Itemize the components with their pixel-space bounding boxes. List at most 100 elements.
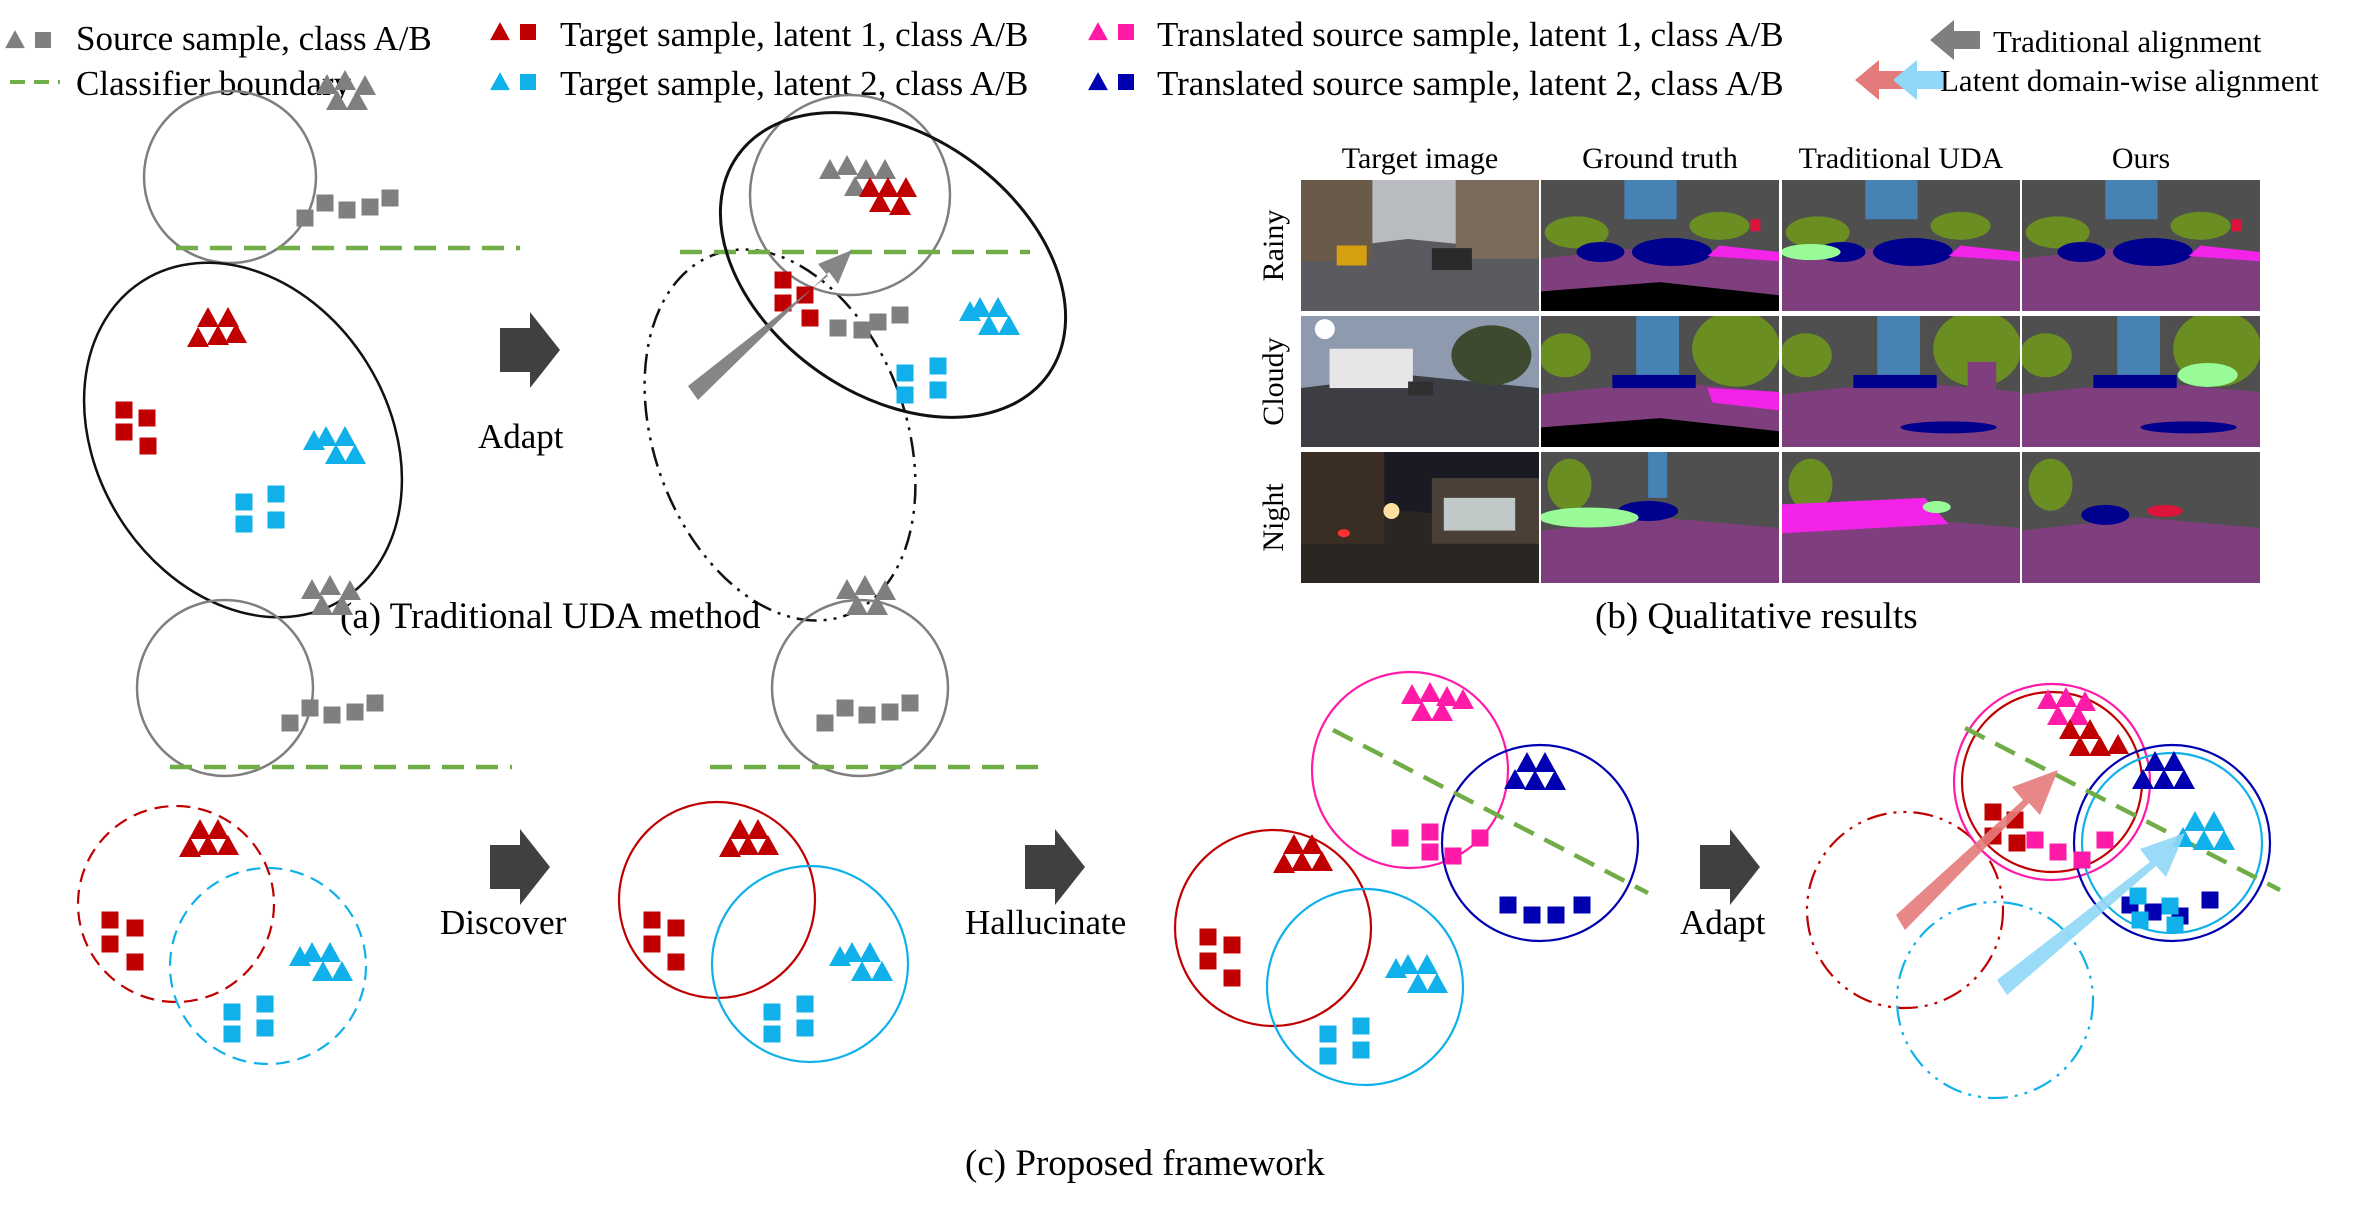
square-sample-marker xyxy=(774,294,792,312)
square-sample-marker xyxy=(2161,897,2179,915)
triangle-sample-marker xyxy=(2107,734,2129,754)
classifier-boundary xyxy=(1331,728,1650,895)
seg-vegetation xyxy=(2022,333,2072,378)
legend-boundary-label: Classifier boundary xyxy=(76,64,352,103)
segmentation-thumbnail xyxy=(2022,180,2260,311)
panel-c-step1-diagram xyxy=(76,575,512,1066)
seg-vegetation xyxy=(1788,458,1833,511)
panel-c-step2-samples xyxy=(643,575,919,1043)
triangle-sample-marker xyxy=(829,946,851,966)
original-latent2-circle xyxy=(1895,900,2095,1100)
segmentation-thumbnail xyxy=(1782,180,2020,311)
translated1-cluster-circle xyxy=(1310,670,1510,870)
triangle-sample-marker xyxy=(844,176,866,196)
triangle-sample-marker xyxy=(1407,973,1429,993)
legend-target2-markers xyxy=(490,72,536,91)
triangle-sample-marker xyxy=(2047,705,2069,725)
classifier-boundary xyxy=(1963,725,2282,893)
triangle-sample-marker xyxy=(889,195,911,215)
panel-b-row-header: Cloudy xyxy=(1257,337,1290,425)
source-domain-circle xyxy=(770,598,950,778)
square-sample-marker xyxy=(323,706,341,724)
legend-trans2-label: Translated source sample, latent 2, clas… xyxy=(1157,64,1784,103)
segmentation-thumbnail xyxy=(1541,316,1779,447)
square-sample-marker xyxy=(1391,829,1409,847)
photo-taxi xyxy=(1336,245,1367,266)
triangle-sample-marker xyxy=(319,575,341,595)
square-sample-marker xyxy=(1573,896,1591,914)
triangle-sample-marker xyxy=(1504,769,1526,789)
aligned-target-ellipse xyxy=(718,111,1068,419)
triangle-sample-marker xyxy=(326,90,348,110)
triangle-sample-marker xyxy=(747,819,769,839)
square-sample-marker xyxy=(115,401,133,419)
seg-car xyxy=(2093,374,2177,389)
photo-building xyxy=(1455,180,1539,259)
segmentation-thumbnail xyxy=(1782,452,2020,583)
square-sample-marker xyxy=(853,321,871,339)
square-sample-marker xyxy=(223,1025,241,1043)
segmentation-thumbnail xyxy=(1541,452,1779,583)
triangle-sample-marker xyxy=(729,819,751,839)
hallucinate-arrow-icon xyxy=(1025,829,1085,905)
translated2-cluster-circle xyxy=(1440,743,1640,943)
seg-car xyxy=(2140,421,2237,434)
panel-a: Adapt (a) Traditional UDA method xyxy=(82,70,1068,637)
triangle-sample-marker xyxy=(1534,752,1556,772)
legend-trans1-label: Translated source sample, latent 1, clas… xyxy=(1157,15,1784,54)
square-sample-marker xyxy=(115,423,133,441)
legend: Source sample, class A/B Classifier boun… xyxy=(5,15,2319,103)
latent2-cluster-circle xyxy=(168,866,368,1066)
square-sample-marker xyxy=(796,995,814,1013)
legend-source-markers xyxy=(5,30,51,49)
square-sample-marker xyxy=(139,437,157,455)
photo-light xyxy=(1314,319,1335,340)
photo-tree xyxy=(1451,325,1532,386)
seg-terrain xyxy=(2177,362,2238,387)
seg-car xyxy=(1612,374,1696,389)
square-sample-marker xyxy=(1444,847,1462,865)
seg-car xyxy=(1853,374,1937,389)
square-sample-marker xyxy=(338,201,356,219)
seg-car xyxy=(1576,242,1625,263)
legend-source-label: Source sample, class A/B xyxy=(76,19,432,58)
square-sample-marker xyxy=(858,706,876,724)
discover-arrow-icon xyxy=(490,829,550,905)
seg-car xyxy=(1872,238,1953,267)
original-latent1-circle xyxy=(1805,810,2005,1010)
square-sample-marker xyxy=(2201,891,2219,909)
latent2-cluster-circle xyxy=(710,864,910,1064)
triangle-sample-marker xyxy=(2184,811,2206,831)
triangle-sample-marker xyxy=(334,70,356,90)
square-sample-marker xyxy=(1352,1017,1370,1035)
square-sample-marker xyxy=(829,319,847,337)
square-sample-marker xyxy=(1223,936,1241,954)
triangle-sample-marker xyxy=(841,942,863,962)
legend-target1-markers xyxy=(490,22,536,41)
triangle-sample-marker xyxy=(187,327,209,347)
legend-target1-label: Target sample, latent 1, class A/B xyxy=(560,15,1028,54)
triangle-sample-marker xyxy=(854,575,876,595)
seg-vegetation xyxy=(2170,211,2231,240)
triangle-sample-marker xyxy=(1516,752,1538,772)
triangle-sample-marker xyxy=(978,315,1000,335)
seg-car xyxy=(2112,238,2193,267)
triangle-sample-marker xyxy=(303,430,325,450)
seg-terrain xyxy=(1922,501,1951,514)
triangle-sample-marker xyxy=(874,580,896,600)
triangle-sample-marker xyxy=(207,325,229,345)
seg-sidewalk xyxy=(1782,497,1949,534)
square-sample-marker xyxy=(256,1019,274,1037)
panel-b-column-header: Traditional UDA xyxy=(1799,142,2004,175)
source-domain-circle xyxy=(142,89,318,265)
triangle-sample-marker xyxy=(2037,689,2059,709)
seg-building xyxy=(1636,316,1680,375)
seg-vegetation xyxy=(1689,211,1750,240)
triangle-sample-marker xyxy=(1419,682,1441,702)
square-sample-marker xyxy=(1471,829,1489,847)
triangle-sample-marker xyxy=(877,177,899,197)
triangle-sample-marker xyxy=(2055,687,2077,707)
segmentation-thumbnail xyxy=(1782,316,2020,447)
triangle-sample-marker xyxy=(319,942,341,962)
triangle-sample-marker xyxy=(334,426,356,446)
